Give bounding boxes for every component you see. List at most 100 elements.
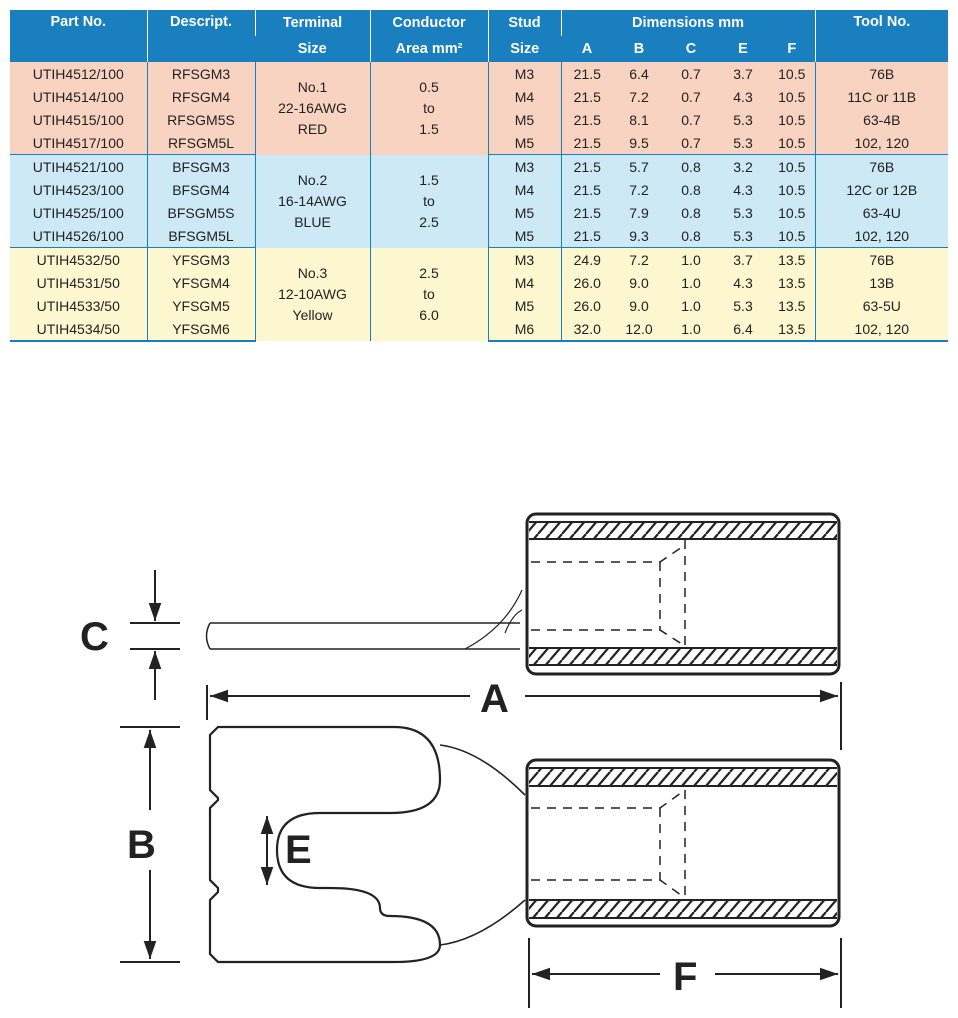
cell-terminal-size-line: RED bbox=[297, 120, 328, 137]
header-dim-e: E bbox=[717, 36, 769, 62]
cell-dim-b: 5.7 bbox=[613, 154, 665, 178]
top-view bbox=[208, 725, 841, 964]
dim-c-label: C bbox=[80, 615, 109, 659]
cell-dim-b: 12.0 bbox=[613, 317, 665, 342]
top-view-hatch-top bbox=[529, 768, 837, 786]
cell-dim-b: 8.1 bbox=[613, 108, 665, 131]
cell-dim-e: 3.7 bbox=[717, 62, 769, 85]
cell-dim-c: 1.0 bbox=[665, 294, 717, 317]
cell-terminal-size-line: 16-14AWG bbox=[278, 192, 347, 209]
top-view-hidden-lines bbox=[531, 789, 686, 899]
cell-dim-e: 4.3 bbox=[717, 85, 769, 108]
side-view-barrel bbox=[525, 512, 841, 676]
cell-part-no: UTIH4517/100 bbox=[10, 131, 147, 155]
spec-table: Part No. Descript. Terminal Conductor St… bbox=[10, 10, 949, 342]
cell-tool-no: 63-4U bbox=[814, 201, 949, 224]
cell-terminal-size-line: No.3 bbox=[297, 264, 328, 281]
cell-part-no: UTIH4521/100 bbox=[10, 154, 147, 178]
cell-tool-no: 76B bbox=[814, 62, 949, 85]
top-view-barrel bbox=[525, 758, 841, 928]
cell-terminal-size-line: No.2 bbox=[297, 171, 328, 188]
side-view-hatch-top bbox=[529, 522, 837, 539]
cell-dim-f: 10.5 bbox=[769, 131, 816, 155]
cell-dim-c: 0.7 bbox=[665, 85, 717, 108]
terminal-drawing: C A B E F bbox=[80, 512, 842, 1008]
cell-dim-c: 1.0 bbox=[665, 271, 717, 294]
cell-dim-a: 21.5 bbox=[560, 224, 613, 248]
cell-tool-no: 63-5U bbox=[814, 294, 949, 317]
cell-dim-e: 3.7 bbox=[717, 247, 769, 271]
side-view-hatch-bottom bbox=[529, 648, 837, 665]
cell-dim-c: 0.7 bbox=[665, 62, 717, 85]
cell-terminal-size-line: Yellow bbox=[292, 306, 333, 323]
cell-stud-size: M5 bbox=[487, 108, 561, 131]
cell-dim-e: 6.4 bbox=[717, 317, 769, 342]
cell-stud-size: M6 bbox=[487, 317, 561, 342]
cell-terminal-size-line: 12-10AWG bbox=[278, 285, 347, 302]
cell-part-no: UTIH4531/50 bbox=[10, 271, 147, 294]
cell-dim-a: 21.5 bbox=[560, 108, 613, 131]
cell-dim-e: 3.2 bbox=[717, 154, 769, 178]
cell-part-no: UTIH4523/100 bbox=[10, 178, 147, 201]
cell-conductor-area-line: 1.5 bbox=[419, 120, 439, 137]
cell-dim-c: 1.0 bbox=[665, 317, 717, 342]
cell-dim-e: 5.3 bbox=[717, 108, 769, 131]
cell-part-no: UTIH4512/100 bbox=[10, 62, 147, 85]
cell-dim-f: 10.5 bbox=[769, 62, 816, 85]
cell-part-no: UTIH4525/100 bbox=[10, 201, 147, 224]
cell-dim-e: 5.3 bbox=[717, 131, 769, 155]
cell-dim-b: 7.2 bbox=[613, 178, 665, 201]
header-descript: Descript. bbox=[146, 10, 255, 62]
header-terminal-line2: Size bbox=[255, 36, 370, 62]
cell-terminal-size-line: No.1 bbox=[297, 78, 328, 95]
cell-dim-e: 5.3 bbox=[717, 201, 769, 224]
cell-tool-no: 76B bbox=[814, 247, 949, 271]
cell-stud-size: M3 bbox=[487, 154, 561, 178]
dim-e-label: E bbox=[285, 828, 312, 872]
cell-dim-f: 13.5 bbox=[769, 271, 816, 294]
cell-dim-f: 13.5 bbox=[769, 247, 816, 271]
cell-part-no: UTIH4532/50 bbox=[10, 247, 147, 271]
cell-dim-b: 9.5 bbox=[613, 131, 665, 155]
cell-stud-size: M5 bbox=[487, 131, 561, 155]
cell-dim-b: 6.4 bbox=[613, 62, 665, 85]
cell-dim-b: 9.0 bbox=[613, 271, 665, 294]
cell-conductor-area-line: to bbox=[423, 99, 435, 116]
cell-stud-size: M3 bbox=[487, 247, 561, 271]
cell-descript: RFSGM5L bbox=[146, 131, 255, 155]
cell-dim-c: 0.8 bbox=[665, 154, 717, 178]
cell-stud-size: M5 bbox=[487, 224, 561, 248]
cell-descript: YFSGM3 bbox=[146, 247, 255, 271]
dim-b-label: B bbox=[127, 823, 156, 867]
cell-stud-size: M5 bbox=[487, 294, 561, 317]
cell-conductor-area-line: 2.5 bbox=[419, 264, 439, 281]
header-part-no: Part No. bbox=[10, 10, 147, 62]
cell-dim-e: 4.3 bbox=[717, 271, 769, 294]
cell-dim-c: 0.7 bbox=[665, 108, 717, 131]
cell-dim-b: 7.9 bbox=[613, 201, 665, 224]
cell-descript: YFSGM5 bbox=[146, 294, 255, 317]
cell-part-no: UTIH4515/100 bbox=[10, 108, 147, 131]
cell-dim-a: 21.5 bbox=[560, 178, 613, 201]
header-dimensions: Dimensions mm bbox=[560, 10, 816, 36]
cell-descript: RFSGM5S bbox=[146, 108, 255, 131]
header-tool-no: Tool No. bbox=[814, 10, 949, 62]
cell-stud-size: M3 bbox=[487, 62, 561, 85]
side-view bbox=[205, 512, 841, 676]
cell-dim-e: 5.3 bbox=[717, 224, 769, 248]
cell-descript: BFSGM5S bbox=[146, 201, 255, 224]
cell-tool-no: 63-4B bbox=[814, 108, 949, 131]
header-conductor-line1: Conductor bbox=[369, 10, 488, 36]
